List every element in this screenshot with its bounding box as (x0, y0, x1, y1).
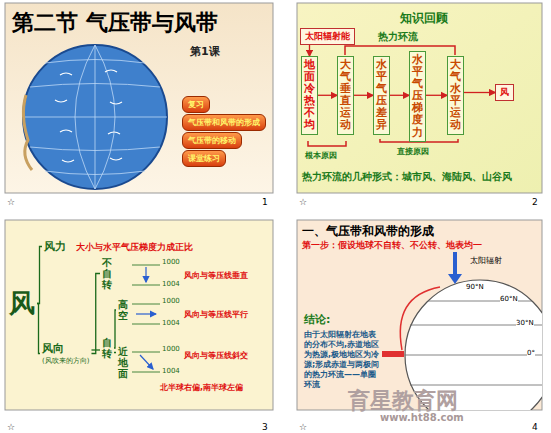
process-box: 大气垂直运动 (337, 56, 354, 135)
conclusion-heading: 结论: (304, 312, 330, 327)
slide-heading: 一、气压带和风带的形成 (302, 223, 434, 240)
branch-box: 自转 (100, 336, 114, 360)
source-box: 太阳辐射能 (300, 28, 355, 45)
cause-label: 根本原因 (305, 150, 337, 161)
node-text: 地面冷热不均 (304, 59, 315, 132)
process-box: 水平气压梯度力 (409, 51, 426, 142)
rule-text: 北半球右偏,南半球左偏 (160, 382, 243, 393)
flow-arrow (354, 95, 373, 96)
note-text: 热力环流的几种形式：城市风、海陆风、山谷风 (302, 170, 512, 184)
node-text: 气压带和风带的形成 (188, 117, 260, 128)
process-box: 大气水平运动 (447, 56, 464, 135)
isobar-value: 1004 (162, 367, 180, 375)
node-text: 自转 (102, 337, 112, 359)
latitude-label: 90°N (466, 283, 484, 291)
flow-arrow (309, 45, 310, 56)
cause-label: 直接原因 (397, 146, 429, 157)
node-text: 太阳辐射能 (305, 30, 350, 43)
latitude-label: 60°N (500, 295, 518, 303)
isobar-value: 1000 (162, 297, 180, 305)
rule-text: 大小与水平气压梯度力成正比 (76, 241, 193, 254)
node-text: 大气垂直运动 (340, 59, 351, 132)
node-text: 不自转 (102, 257, 112, 290)
node-text: 风力 (44, 239, 66, 254)
node-text: 风向 (42, 341, 89, 356)
menu-button: 气压带的移动 (182, 132, 242, 149)
page-number: 2 (532, 197, 538, 207)
node-text: 风 (500, 86, 509, 99)
result-box: 风 (495, 84, 514, 101)
arrow-label: 太阳辐射 (470, 255, 502, 266)
node-text: 风 (9, 286, 35, 321)
step-text: 第一步：假设地球不自转、不公转、地表均一 (302, 240, 482, 252)
branch-box: 高空 (116, 298, 130, 322)
slide-title: 第二节 气压带与风带 (12, 8, 218, 38)
star-mark: ☆ (299, 422, 307, 432)
process-box: 水平气压差异 (373, 56, 390, 135)
latitude-label: 0° (527, 349, 535, 357)
node-text: 水平气压梯度力 (412, 54, 423, 139)
branch-box: 风力 (42, 238, 68, 255)
bracket-line (37, 247, 42, 304)
bracket-line (91, 274, 100, 354)
page-number: 3 (262, 422, 268, 432)
conclusion-text: 由于太阳辐射在地表的分布不均,赤道地区为热源,极地地区为冷源;形成赤道与两极间的… (304, 330, 380, 390)
node-text: 复习 (188, 99, 204, 110)
isobar-value: 1004 (162, 280, 180, 288)
node-subtext: (风吹来的方向) (42, 356, 89, 366)
isobar-value: 1004 (162, 319, 180, 327)
flow-arrow (390, 95, 409, 96)
rule-text: 风向与等压线平行 (184, 309, 248, 320)
watermark: www.ht88.com (380, 412, 464, 423)
branch-box: 不自转 (100, 256, 114, 291)
cycle-label: 热力环流 (378, 30, 418, 44)
node-text: 课堂练习 (188, 153, 220, 164)
menu-button: 课堂练习 (182, 150, 226, 167)
node-text: 高空 (118, 299, 128, 321)
isobar-value: 1000 (162, 345, 180, 353)
star-mark: ☆ (7, 422, 15, 432)
menu-button: 气压带和风带的形成 (182, 114, 266, 131)
process-box: 地面冷热不均 (301, 56, 318, 135)
flow-arrow (464, 92, 495, 93)
menu-button: 复习 (182, 96, 210, 113)
globe (23, 45, 167, 189)
root-word: 风 (7, 286, 37, 321)
branch-box: 风向(风吹来的方向) (40, 340, 91, 367)
node-text: 近地面 (118, 346, 128, 379)
page-number: 4 (532, 422, 538, 432)
flow-arrow (318, 95, 337, 96)
lesson-label: 第1课 (190, 44, 220, 59)
branch-box: 近地面 (116, 345, 130, 380)
latitude-label: 30°N (516, 319, 534, 327)
bracket-line (91, 349, 100, 350)
watermark: 育星教育网 (348, 386, 458, 416)
flow-arrow (426, 95, 447, 96)
slide-heading: 知识回顾 (400, 10, 448, 27)
star-mark: ☆ (299, 197, 307, 207)
node-text: 大气水平运动 (450, 59, 461, 132)
star-mark: ☆ (7, 197, 15, 207)
rule-text: 风向与等压线斜交 (184, 350, 248, 361)
rule-text: 风向与等压线垂直 (184, 270, 248, 281)
node-text: 气压带的移动 (188, 135, 236, 146)
node-text: 水平气压差异 (376, 59, 387, 132)
isobar-value: 1000 (162, 258, 180, 266)
page-number: 1 (262, 197, 268, 207)
